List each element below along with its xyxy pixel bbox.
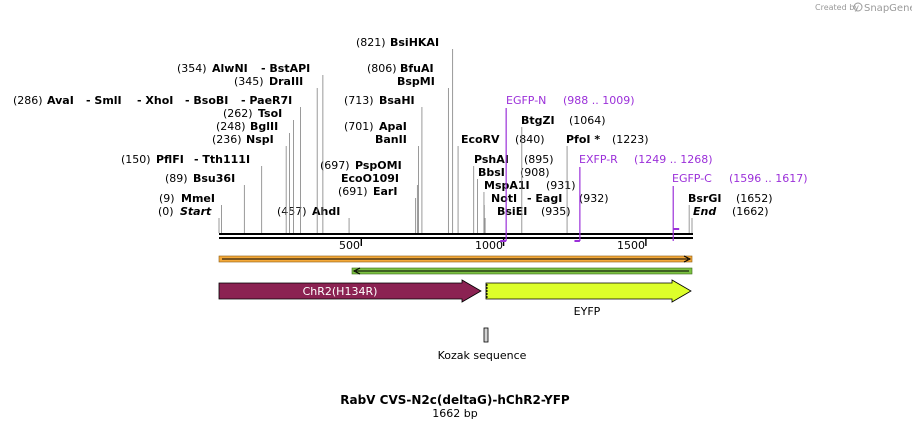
primer-name: EGFP-N — [506, 94, 546, 107]
site-name: DraIII — [269, 75, 303, 88]
site-pos: (931) — [546, 179, 576, 192]
site-pos: (908) — [520, 166, 550, 179]
site-pos: - XhoI — [137, 94, 173, 107]
site-pos: - BstAPI — [261, 62, 310, 75]
site-name: TsoI — [258, 107, 282, 120]
ruler-tick-label: 500 — [339, 239, 360, 252]
site-pos: (697) — [320, 159, 350, 172]
map-length: 1662 bp — [432, 407, 477, 420]
primer-range: (988 .. 1009) — [563, 94, 635, 107]
site-name: BtgZI — [521, 114, 555, 127]
site-name: BanII — [375, 133, 407, 146]
site-name: Bsu36I — [193, 172, 235, 185]
site-name: BspMI — [397, 75, 435, 88]
site-lines — [218, 49, 693, 233]
site-labels: (821) BsiHKAI (354) AlwNI - BstAPI (806)… — [13, 36, 773, 218]
site-pos: (1662) — [732, 205, 769, 218]
site-pos: - PaeR7I — [241, 94, 292, 107]
site-pos: - EagI — [527, 192, 562, 205]
site-name: BsiHKAI — [390, 36, 439, 49]
site-name: AlwNI — [212, 62, 248, 75]
site-pos: (935) — [541, 205, 571, 218]
orange-track — [218, 255, 693, 263]
green-track — [351, 267, 693, 275]
site-name: NspI — [246, 133, 274, 146]
site-pos: (932) — [579, 192, 609, 205]
chr2-feature-label: ChR2(H134R) — [303, 285, 378, 298]
site-name: BbsI — [478, 166, 505, 179]
site-name: EarI — [373, 185, 397, 198]
site-pos: (89) — [165, 172, 188, 185]
site-name: End — [693, 205, 716, 218]
site-name: PspOMI — [355, 159, 402, 172]
site-name: BsrGI — [688, 192, 721, 205]
ruler-tick-label: 1000 — [475, 239, 503, 252]
map-title: RabV CVS-N2c(deltaG)-hChR2-YFP — [340, 393, 570, 407]
site-pos: (150) — [121, 153, 151, 166]
features: ChR2(H134R) EYFP Kozak sequence — [218, 279, 692, 362]
primer-range: (1596 .. 1617) — [729, 172, 808, 185]
site-pos: (354) — [177, 62, 207, 75]
site-pos: - SmlI — [86, 94, 122, 107]
site-pos: (713) — [344, 94, 374, 107]
site-pos: (1064) — [569, 114, 606, 127]
primer-name: EXFP-R — [579, 153, 618, 166]
site-name: MmeI — [181, 192, 215, 205]
site-name: MspA1I — [484, 179, 530, 192]
site-name: AvaI — [47, 94, 74, 107]
ruler: 500 1000 1500 — [339, 239, 647, 252]
site-name: PshAI — [474, 153, 509, 166]
site-name: BglII — [250, 120, 278, 133]
snapgene-logo-icon — [853, 2, 863, 12]
chr2-feature-arrow — [218, 279, 482, 303]
backbone-top — [219, 233, 693, 235]
site-name: BsaHI — [379, 94, 415, 107]
site-pos: - BsoBI — [185, 94, 228, 107]
site-pos: (895) — [524, 153, 554, 166]
site-name: PfoI * — [566, 133, 600, 146]
site-pos: (248) — [216, 120, 246, 133]
site-pos: (821) — [356, 36, 386, 49]
eyfp-feature-arrow — [485, 279, 692, 303]
site-name: PflFI — [156, 153, 184, 166]
site-pos: (345) — [234, 75, 264, 88]
site-pos: (9) — [159, 192, 175, 205]
credit-brand: SnapGene — [864, 3, 912, 14]
primer-labels: EGFP-N (988 .. 1009) EXFP-R (1249 .. 126… — [506, 94, 808, 185]
site-pos: (701) — [344, 120, 374, 133]
site-name: EcoRV — [461, 133, 500, 146]
site-pos: (262) — [223, 107, 253, 120]
site-name: AhdI — [312, 205, 340, 218]
site-name: ApaI — [379, 120, 407, 133]
site-pos: (1652) — [736, 192, 773, 205]
primer-markers — [500, 108, 680, 242]
site-name: BsiEI — [497, 205, 527, 218]
site-name: NotI — [491, 192, 517, 205]
backbone-bottom — [219, 237, 693, 239]
site-pos: (236) — [212, 133, 242, 146]
site-pos: (691) — [338, 185, 368, 198]
site-pos: (1223) — [612, 133, 649, 146]
site-name: EcoO109I — [341, 172, 399, 185]
primer-range: (1249 .. 1268) — [634, 153, 713, 166]
primer-name: EGFP-C — [672, 172, 712, 185]
site-pos: (806) — [367, 62, 397, 75]
site-pos: (286) — [13, 94, 43, 107]
kozak-feature-label: Kozak sequence — [438, 349, 527, 362]
kozak-feature-box — [483, 327, 489, 343]
eyfp-feature-label: EYFP — [574, 305, 601, 318]
site-name: BfuAI — [400, 62, 434, 75]
site-pos: (457) — [277, 205, 307, 218]
ruler-tick-label: 1500 — [617, 239, 645, 252]
site-pos: (0) — [158, 205, 174, 218]
credit-prefix: Created by — [815, 3, 859, 12]
site-name: Start — [180, 205, 212, 218]
site-pos: - Tth111I — [194, 153, 250, 166]
site-pos: (840) — [515, 133, 545, 146]
